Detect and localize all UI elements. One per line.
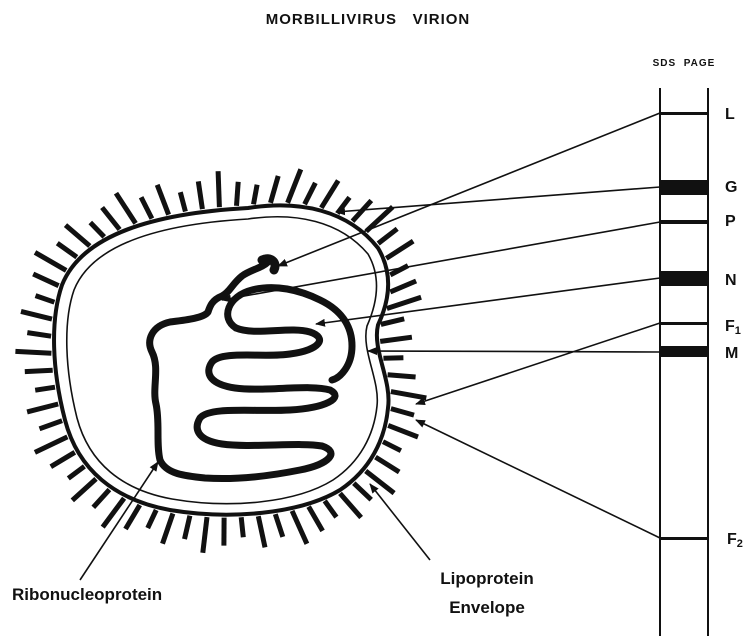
spike bbox=[366, 207, 393, 231]
spike bbox=[103, 498, 124, 527]
spike bbox=[90, 223, 104, 237]
spike bbox=[180, 192, 185, 211]
ribonucleoprotein-coil bbox=[150, 259, 352, 479]
spike bbox=[57, 243, 77, 257]
spike bbox=[391, 409, 414, 416]
spike bbox=[305, 183, 316, 204]
spike bbox=[271, 176, 279, 203]
spike bbox=[163, 514, 173, 544]
spike bbox=[309, 507, 323, 531]
spike bbox=[383, 442, 401, 451]
spike bbox=[386, 241, 413, 258]
spike bbox=[366, 471, 394, 493]
spike bbox=[275, 514, 283, 537]
arrow-M bbox=[368, 351, 660, 352]
figure-title: MORBILLIVIRUS VIRION bbox=[266, 11, 471, 28]
spike bbox=[157, 185, 168, 215]
band-label-P: P bbox=[725, 213, 736, 230]
band-label-N: N bbox=[725, 272, 737, 289]
spike bbox=[148, 510, 157, 528]
spike bbox=[378, 229, 397, 244]
envelope-label-line1: Lipoprotein bbox=[440, 569, 533, 588]
arrow-N bbox=[316, 278, 660, 324]
band-label-L: L bbox=[725, 106, 735, 123]
spike bbox=[66, 225, 90, 246]
spike bbox=[35, 437, 68, 453]
spike bbox=[40, 421, 63, 429]
spike bbox=[27, 333, 51, 337]
band-N bbox=[660, 271, 708, 286]
band-G bbox=[660, 180, 708, 195]
arrow-P bbox=[222, 222, 660, 300]
spike bbox=[93, 490, 109, 508]
spike bbox=[21, 311, 52, 319]
spike bbox=[292, 511, 307, 544]
arrow-envelope bbox=[370, 484, 430, 560]
spike bbox=[237, 182, 239, 206]
spike bbox=[388, 425, 418, 437]
spike bbox=[354, 483, 371, 500]
spike bbox=[116, 193, 136, 223]
gel-header: SDS PAGE bbox=[653, 58, 716, 69]
arrow-G bbox=[336, 187, 660, 212]
spike bbox=[388, 375, 416, 377]
ribonucleoprotein-label: Ribonucleoprotein bbox=[12, 585, 162, 604]
band-L bbox=[660, 112, 708, 115]
spike bbox=[203, 517, 207, 553]
spike bbox=[321, 181, 338, 208]
arrow-F1 bbox=[416, 323, 660, 404]
band-label-F2: F2 bbox=[727, 531, 743, 550]
arrow-F2 bbox=[416, 420, 660, 538]
spike bbox=[288, 169, 301, 203]
spike bbox=[218, 171, 219, 207]
band-M bbox=[660, 346, 708, 357]
spike bbox=[198, 181, 202, 209]
spike bbox=[25, 370, 53, 371]
spike bbox=[340, 493, 361, 517]
spike bbox=[33, 274, 58, 286]
band-label-M: M bbox=[725, 345, 738, 362]
surface-spikes bbox=[15, 169, 426, 553]
band-F1 bbox=[660, 322, 708, 325]
band-label-G: G bbox=[725, 179, 737, 196]
spike bbox=[325, 501, 337, 517]
spike bbox=[35, 252, 66, 270]
spike bbox=[258, 516, 265, 547]
spike bbox=[387, 297, 421, 308]
spike bbox=[72, 479, 96, 501]
spike bbox=[390, 281, 416, 292]
spike bbox=[51, 452, 75, 466]
spike bbox=[68, 466, 84, 478]
band-P bbox=[660, 220, 708, 224]
spike bbox=[391, 392, 426, 398]
band-F2 bbox=[660, 537, 708, 540]
spike bbox=[185, 516, 190, 539]
band-label-F1: F1 bbox=[725, 318, 741, 337]
spike bbox=[381, 319, 404, 325]
spike bbox=[36, 296, 55, 303]
sds-page-gel: SDS PAGE L G P N F1 M F2 bbox=[653, 58, 743, 636]
spike bbox=[15, 351, 51, 353]
spike bbox=[141, 197, 152, 218]
spike bbox=[380, 337, 412, 341]
spike bbox=[241, 517, 243, 537]
spike bbox=[254, 185, 258, 205]
envelope-label-line2: Envelope bbox=[449, 598, 525, 617]
spike bbox=[27, 404, 58, 412]
spike bbox=[35, 387, 55, 390]
spike bbox=[102, 208, 120, 230]
spike bbox=[376, 457, 400, 472]
